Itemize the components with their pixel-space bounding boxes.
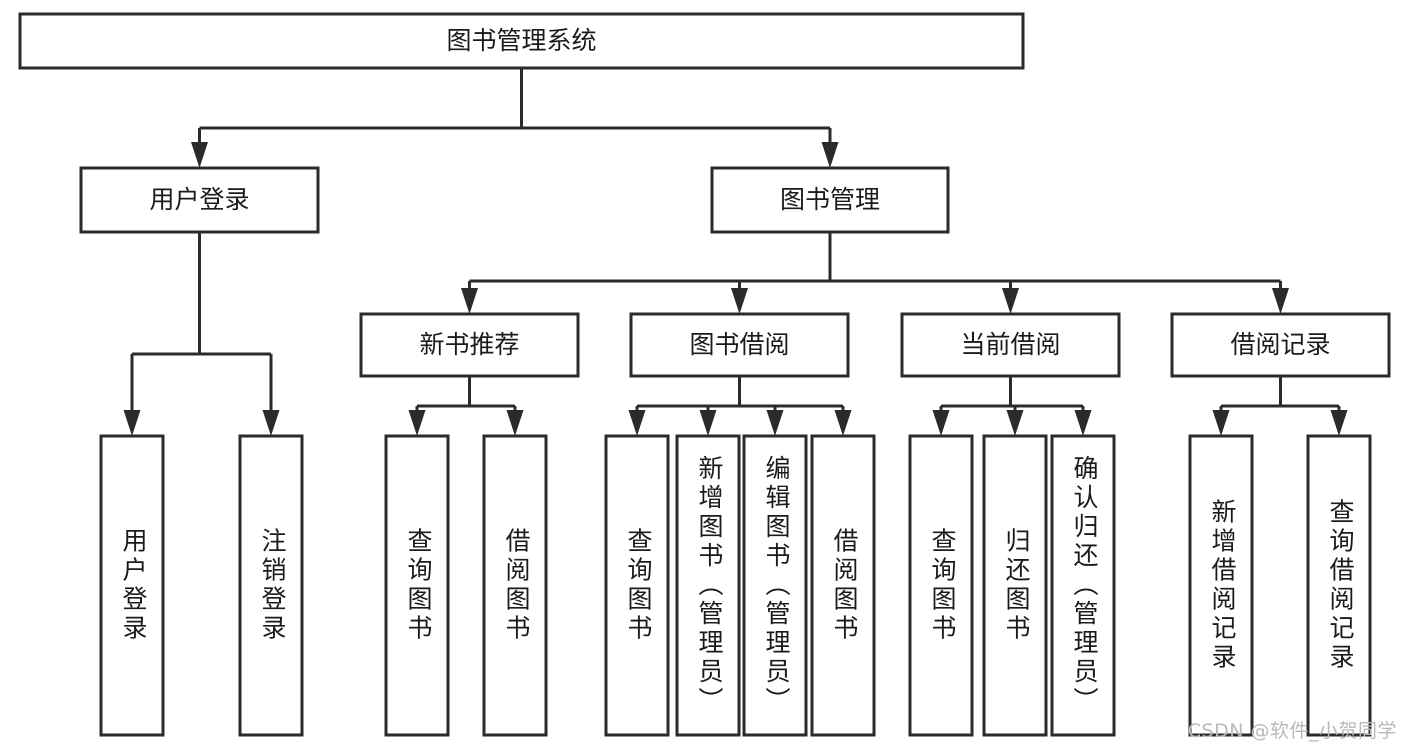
node-label-book-borrow: 图书借阅 [689, 330, 789, 359]
edge-arrowhead [1212, 410, 1230, 436]
edge-group-book-borrow [628, 376, 852, 436]
node-label-leaf-borrow-book-2: 借阅图书 [830, 528, 859, 644]
node-book-manage[interactable]: 图书管理 [710, 166, 950, 234]
node-leaf-logout[interactable]: 注销登录 [238, 434, 304, 737]
node-box-leaf-user-login [99, 434, 165, 737]
node-leaf-query-book-2[interactable]: 查询图书 [604, 434, 670, 737]
node-root[interactable]: 图书管理系统 [18, 12, 1025, 70]
edge-arrowhead [408, 410, 426, 436]
edge-group-book-manage [461, 232, 1289, 314]
edge-arrowhead [628, 410, 646, 436]
node-leaf-return-book[interactable]: 归还图书 [982, 434, 1048, 737]
node-leaf-add-record[interactable]: 新增借阅记录 [1188, 434, 1254, 737]
node-current-borrow[interactable]: 当前借阅 [900, 312, 1121, 378]
node-label-leaf-add-book: 新增图书（管理员） [695, 455, 724, 716]
node-new-book-rec[interactable]: 新书推荐 [359, 312, 580, 378]
edge-arrowhead [1074, 410, 1092, 436]
node-label-leaf-add-record: 新增借阅记录 [1208, 499, 1237, 673]
node-box-leaf-add-record [1188, 434, 1254, 737]
node-box-current-borrow [900, 312, 1121, 378]
edge-arrowhead [1002, 288, 1019, 314]
edge-group-user-login [123, 232, 280, 436]
edge-arrowhead [461, 288, 478, 314]
node-label-user-login: 用户登录 [149, 185, 249, 214]
node-box-leaf-return-book [982, 434, 1048, 737]
node-box-leaf-confirm-return [1050, 434, 1116, 737]
edge-arrowhead [262, 410, 280, 436]
node-box-leaf-query-book-2 [604, 434, 670, 737]
edge-arrowhead [191, 142, 208, 168]
node-leaf-add-book[interactable]: 新增图书（管理员） [675, 434, 741, 737]
node-borrow-record[interactable]: 借阅记录 [1170, 312, 1391, 378]
edge-arrowhead [123, 410, 141, 436]
node-label-leaf-return-book: 归还图书 [1002, 528, 1031, 644]
node-box-new-book-rec [359, 312, 580, 378]
node-leaf-query-book-1[interactable]: 查询图书 [384, 434, 450, 737]
node-box-book-manage [710, 166, 950, 234]
edge-layer [123, 68, 1348, 436]
node-label-leaf-confirm-return: 确认归还（管理员） [1070, 455, 1099, 716]
node-label-book-manage: 图书管理 [780, 185, 880, 214]
edge-arrowhead [932, 410, 950, 436]
node-box-book-borrow [629, 312, 850, 378]
node-leaf-confirm-return[interactable]: 确认归还（管理员） [1050, 434, 1116, 737]
node-label-new-book-rec: 新书推荐 [419, 330, 519, 359]
node-box-borrow-record [1170, 312, 1391, 378]
node-leaf-borrow-book-2[interactable]: 借阅图书 [810, 434, 876, 737]
edge-arrowhead [699, 410, 717, 436]
node-box-user-login [79, 166, 320, 234]
node-box-leaf-borrow-book-2 [810, 434, 876, 737]
node-book-borrow[interactable]: 图书借阅 [629, 312, 850, 378]
node-box-leaf-query-record [1306, 434, 1372, 737]
node-box-leaf-query-book-1 [384, 434, 450, 737]
node-leaf-query-book-3[interactable]: 查询图书 [908, 434, 974, 737]
edge-arrowhead [766, 410, 784, 436]
node-label-leaf-query-book-2: 查询图书 [624, 528, 653, 644]
node-label-root: 图书管理系统 [446, 26, 596, 55]
node-box-leaf-borrow-book-1 [482, 434, 548, 737]
node-box-leaf-add-book [675, 434, 741, 737]
node-label-leaf-query-book-1: 查询图书 [404, 528, 433, 644]
edge-arrowhead [1006, 410, 1024, 436]
node-label-leaf-query-record: 查询借阅记录 [1326, 499, 1355, 673]
edge-group-new-book-rec [408, 376, 524, 436]
edge-group-current-borrow [932, 376, 1092, 436]
node-box-leaf-edit-book [742, 434, 808, 737]
edge-arrowhead [1330, 410, 1348, 436]
node-leaf-edit-book[interactable]: 编辑图书（管理员） [742, 434, 808, 737]
node-label-leaf-edit-book: 编辑图书（管理员） [762, 455, 791, 716]
node-layer: 图书管理系统用户登录图书管理新书推荐图书借阅当前借阅借阅记录用户登录注销登录查询… [18, 12, 1391, 737]
edge-arrowhead [834, 410, 852, 436]
edge-arrowhead [821, 142, 839, 168]
edge-group-root [191, 68, 839, 168]
node-user-login[interactable]: 用户登录 [79, 166, 320, 234]
node-label-leaf-user-login: 用户登录 [119, 528, 148, 644]
node-leaf-borrow-book-1[interactable]: 借阅图书 [482, 434, 548, 737]
node-label-borrow-record: 借阅记录 [1230, 330, 1330, 359]
node-label-leaf-borrow-book-1: 借阅图书 [502, 528, 531, 644]
node-label-leaf-query-book-3: 查询图书 [928, 528, 957, 644]
node-label-leaf-logout: 注销登录 [258, 528, 287, 644]
node-leaf-user-login[interactable]: 用户登录 [99, 434, 165, 737]
node-leaf-query-record[interactable]: 查询借阅记录 [1306, 434, 1372, 737]
edge-group-borrow-record [1212, 376, 1348, 436]
node-box-leaf-query-book-3 [908, 434, 974, 737]
edge-arrowhead [506, 410, 524, 436]
node-label-current-borrow: 当前借阅 [960, 330, 1060, 359]
node-box-leaf-logout [238, 434, 304, 737]
edge-arrowhead [1272, 288, 1289, 314]
node-box-root [18, 12, 1025, 70]
edge-arrowhead [731, 288, 748, 314]
